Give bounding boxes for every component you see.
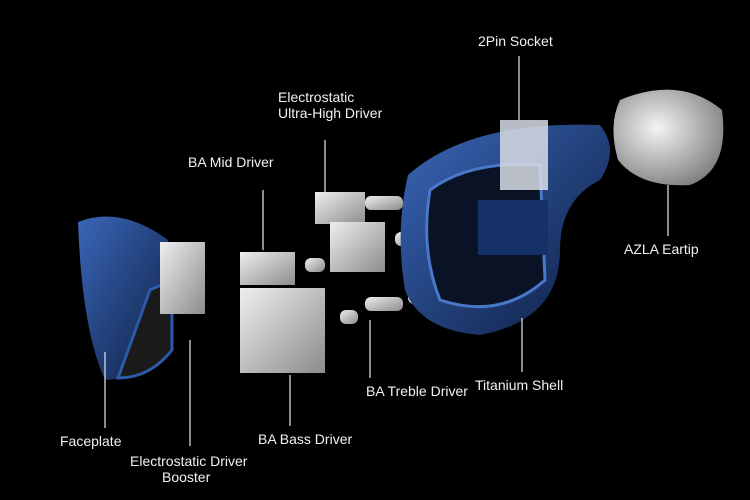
label-azla-eartip: AZLA Eartip xyxy=(624,241,699,257)
label-faceplate: Faceplate xyxy=(60,433,122,449)
label-booster-line2: Booster xyxy=(162,469,211,485)
label-booster-line1: Electrostatic Driver xyxy=(130,453,248,469)
label-ultra-high-line1: Electrostatic xyxy=(278,89,355,105)
ba-mid-driver-part xyxy=(240,252,295,285)
label-ba-bass-driver: BA Bass Driver xyxy=(258,431,353,447)
eartip-part xyxy=(613,89,724,186)
label-ba-treble-driver: BA Treble Driver xyxy=(366,383,468,399)
2pin-socket-part xyxy=(500,120,548,190)
label-titanium-shell: Titanium Shell xyxy=(475,377,564,393)
ba-bass-driver-part xyxy=(240,288,325,373)
label-2pin-socket: 2Pin Socket xyxy=(478,33,553,49)
ultra-high-driver-part xyxy=(315,192,365,224)
booster-part xyxy=(160,242,205,314)
leader-lines xyxy=(104,56,669,446)
label-ultra-high-line2: Ultra-High Driver xyxy=(278,105,383,121)
label-ba-mid-driver: BA Mid Driver xyxy=(188,154,274,170)
